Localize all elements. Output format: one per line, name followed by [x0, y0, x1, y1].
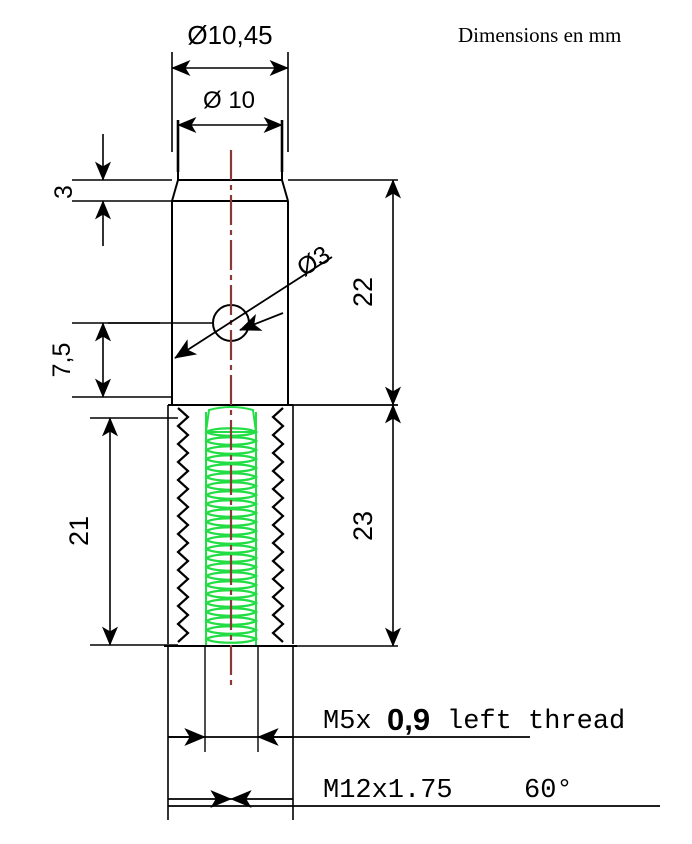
internal-thread-entry-cone	[204, 406, 258, 433]
inner-thread-suffix: left thread	[447, 707, 625, 737]
dimension-shank-diameter: Ø 10	[176, 87, 284, 172]
dim-text-outer-diameter: Ø10,45	[187, 20, 272, 50]
dimension-chamfer-height: 3	[50, 134, 172, 246]
units-note: Dimensions en mm	[458, 23, 621, 47]
outer-thread-spec: M12x1.75	[323, 776, 453, 806]
dimension-thread-length: 21	[64, 417, 178, 646]
dim-text-upper-length: 22	[348, 277, 378, 307]
dimension-outer-thread-width: M12x1.75 60°	[168, 776, 660, 808]
thread-angle-spec: 60°	[524, 776, 573, 806]
dimension-hole-position: 7,5	[48, 322, 172, 398]
dim-text-thread-length: 21	[64, 516, 94, 546]
inner-thread-prefix: M5x	[323, 707, 372, 737]
thread-profile-left	[176, 407, 190, 643]
leader-line-cross-hole-lower	[174, 256, 333, 359]
chamfer-right-bevel	[281, 179, 289, 202]
dim-text-lower-length: 23	[348, 511, 378, 541]
chamfer-left-bevel	[171, 179, 179, 202]
dimension-lower-length: 23	[293, 404, 401, 647]
dim-text-shank-diameter: Ø 10	[203, 87, 255, 114]
dimension-outer-diameter: Ø10,45	[171, 20, 289, 152]
dimension-inner-thread-width: M5x 0,9 left thread	[168, 702, 625, 746]
dim-text-chamfer-height: 3	[50, 185, 78, 199]
internal-thread-group	[204, 406, 259, 645]
dim-text-hole-position: 7,5	[48, 343, 76, 378]
leader-arrow-cross-hole-upper	[239, 312, 284, 331]
inner-thread-pitch: 0,9	[387, 702, 430, 737]
thread-profile-right	[271, 407, 285, 643]
